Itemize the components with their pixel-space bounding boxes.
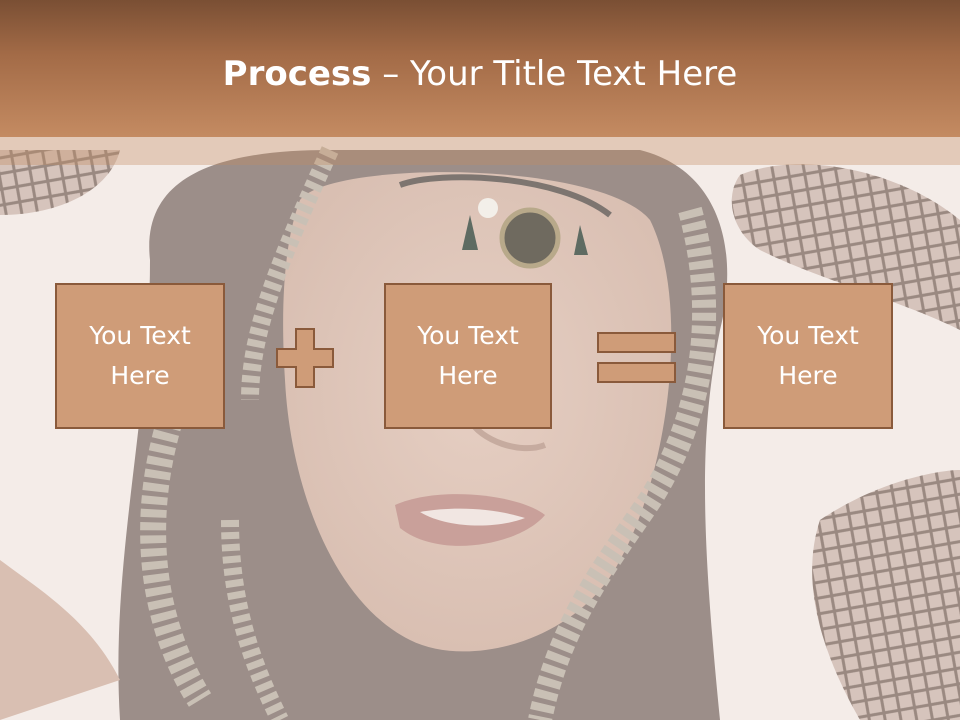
- process-box-3[interactable]: You Text Here: [723, 283, 893, 429]
- plus-icon: [276, 328, 334, 388]
- slide-title-bold: Process: [222, 54, 372, 94]
- process-box-1[interactable]: You Text Here: [55, 283, 225, 429]
- process-box-1-label: You Text Here: [89, 321, 191, 390]
- title-bar: [0, 0, 960, 137]
- slide-title: Process – Your Title Text Here: [0, 52, 960, 96]
- slide-title-text: Your Title Text Here: [410, 54, 738, 94]
- title-bar-shadow: [0, 137, 960, 165]
- slide-title-separator: –: [382, 54, 400, 94]
- process-box-2[interactable]: You Text Here: [384, 283, 552, 429]
- process-box-3-label: You Text Here: [757, 321, 859, 390]
- process-box-2-label: You Text Here: [417, 321, 519, 390]
- equals-icon: [597, 332, 677, 384]
